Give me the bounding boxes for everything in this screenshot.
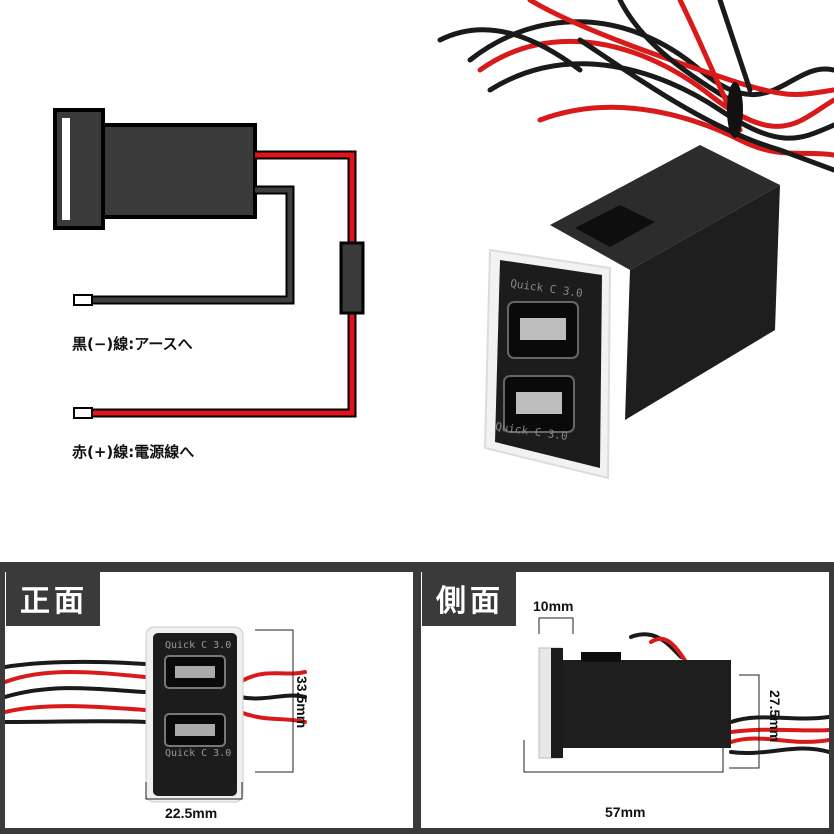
product-photo (437, 0, 834, 480)
side-faceplate-dark (551, 648, 563, 758)
side-height-bracket (729, 674, 760, 769)
front-usb-top-tongue (175, 666, 215, 678)
front-bottom-port-text: Quick C 3.0 (165, 748, 232, 759)
front-width-bracket (145, 782, 243, 800)
connector-body (101, 123, 257, 219)
front-height-dim: 33.5mm (294, 676, 310, 729)
wire-harness (437, 0, 834, 173)
front-top-port-text: Quick C 3.0 (165, 640, 232, 651)
usb-port-bottom-tongue (516, 392, 562, 414)
front-height-bracket (255, 629, 294, 773)
connector-flange-highlight (62, 118, 70, 220)
cable-tie (727, 82, 743, 138)
front-view-title: 正面 (6, 572, 100, 626)
red-wire-end (73, 407, 93, 419)
front-width-dim: 22.5mm (165, 805, 218, 821)
lock-tab (575, 205, 655, 247)
front-view-panel: Quick C 3.0 Quick C 3.0 33.5mm 22.5mm (5, 572, 413, 828)
wiring-diagram (53, 108, 365, 419)
side-view-image (523, 617, 829, 773)
side-flange-bracket (538, 617, 574, 634)
black-wire-label: 黒(−)線:アースへ (72, 335, 193, 353)
front-usb-bottom-tongue (175, 724, 215, 736)
body-side (625, 185, 780, 420)
front-wire-harness (5, 659, 307, 724)
black-wire (85, 187, 293, 303)
side-length-bracket (523, 740, 724, 773)
side-lock-tab (581, 652, 621, 662)
fuse-holder (339, 241, 365, 315)
side-view-title: 側面 (422, 572, 516, 626)
black-wire-end (73, 294, 93, 306)
side-body (563, 660, 731, 748)
red-wire-label: 赤(+)線:電源線へ (72, 443, 195, 461)
side-height-dim: 27.5mm (767, 690, 783, 743)
usb-port-top-tongue (520, 318, 566, 340)
side-wire-harness (629, 632, 829, 756)
side-flange-dim: 10mm (533, 598, 574, 614)
front-view-image (5, 626, 307, 803)
side-length-dim: 57mm (605, 804, 646, 820)
